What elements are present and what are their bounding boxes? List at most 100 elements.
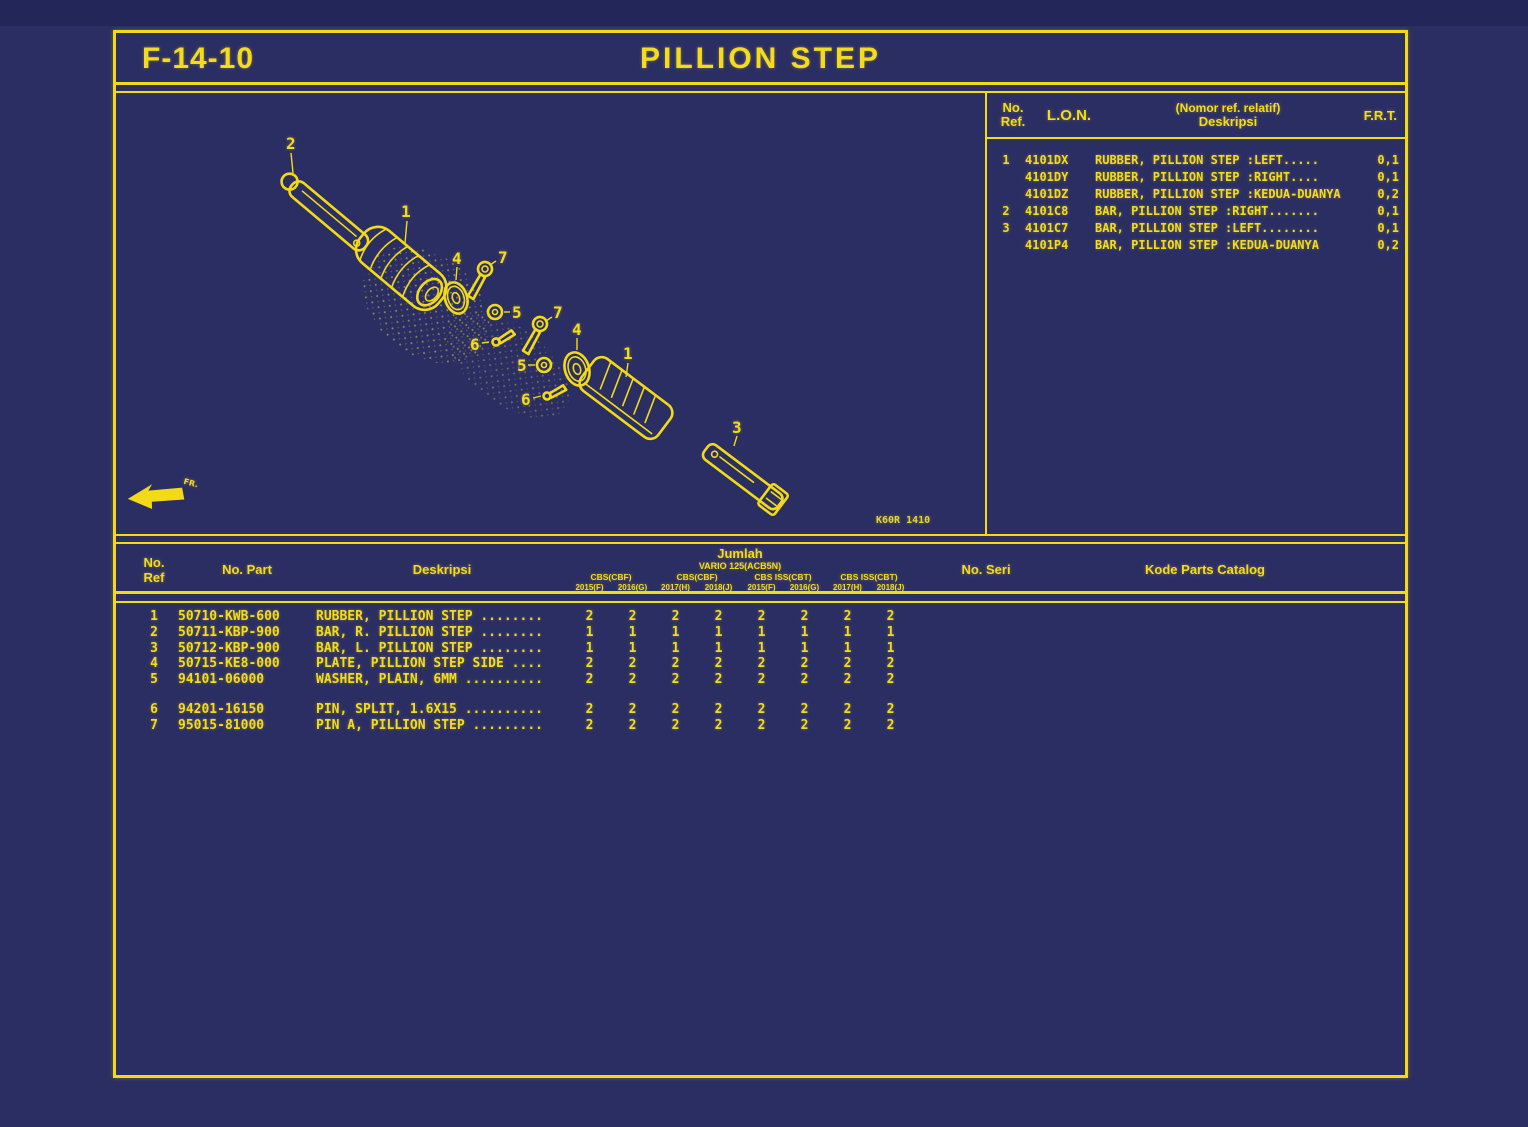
stipple-shading [446, 311, 570, 419]
parts-cell-quantity: 2 [671, 609, 680, 624]
lon-cell-ref: 3 [1002, 221, 1010, 235]
parts-cell-part-number: 50715-KE8-000 [178, 656, 280, 672]
parts-cell-quantity: 2 [671, 717, 680, 733]
jumlah-groups: CBS(CBF) CBS(CBF) CBS ISS(CBT) CBS ISS(C… [568, 572, 912, 582]
parts-cell-description: PIN A, PILLION STEP ......... [316, 717, 543, 733]
parts-cell-quantity: 2 [843, 656, 852, 672]
callout-3: 3 [732, 418, 742, 437]
lon-cell-frt: 0,1 [1377, 221, 1399, 235]
parts-cell-quantity: 2 [585, 656, 594, 672]
parts-cell-quantity: 1 [585, 624, 594, 640]
parts-cell-quantity: 1 [843, 640, 852, 656]
parts-cell-quantity: 1 [843, 624, 852, 640]
parts-cell-quantity: 2 [585, 672, 594, 688]
parts-cell-quantity: 2 [843, 609, 852, 624]
parts-cell-quantity: 2 [671, 656, 680, 672]
parts-cell-description: BAR, R. PILLION STEP ........ [316, 624, 543, 640]
callout-6-left: 6 [470, 335, 480, 354]
parts-cell-ref: 5 [150, 672, 158, 688]
title-band: F-14-10 PILLION STEP [116, 33, 1405, 85]
parts-header-deskripsi: Deskripsi [412, 562, 472, 577]
callout-4-left: 4 [452, 249, 462, 268]
lon-cell-number: 4101DZ [1025, 187, 1069, 201]
parts-cell-quantity: 1 [886, 624, 895, 640]
parts-cell-part-number: 50711-KBP-900 [178, 624, 280, 640]
part-plate-left [443, 281, 469, 315]
year-header: 2018(J) [869, 583, 912, 593]
lon-cell-frt: 0,1 [1377, 170, 1399, 184]
year-header: 2018(J) [697, 583, 740, 593]
part-plate-right [563, 351, 591, 387]
parts-cell-part-number: 95015-81000 [178, 717, 265, 733]
lon-header-deskripsi: Deskripsi [1198, 114, 1258, 129]
year-header: 2015(F) [568, 583, 611, 593]
parts-cell-quantity: 1 [671, 624, 680, 640]
figure-ref-code: K60R 1410 [876, 515, 930, 526]
lon-cell-ref: 2 [1002, 204, 1010, 218]
parts-cell-quantity: 1 [800, 624, 809, 640]
parts-cell-part-number: 50710-KWB-600 [178, 609, 280, 624]
lon-cell-number: 4101C8 [1025, 204, 1069, 218]
parts-header-divider-line [116, 601, 1405, 603]
parts-header-seri: No. Seri [961, 562, 1011, 577]
parts-cell-quantity: 1 [585, 640, 594, 656]
parts-cell-quantity: 2 [886, 609, 895, 624]
parts-cell-quantity: 1 [886, 640, 895, 656]
parts-cell-quantity: 2 [843, 701, 852, 717]
parts-cell-quantity: 1 [714, 640, 723, 656]
parts-cell-part-number: 50712-KBP-900 [178, 640, 280, 656]
parts-cell-quantity: 2 [757, 701, 766, 717]
lon-cell-frt: 0,1 [1377, 204, 1399, 218]
parts-cell-quantity: 2 [714, 717, 723, 733]
year-header: 2017(H) [826, 583, 869, 593]
parts-cell-quantity: 2 [757, 717, 766, 733]
parts-cell-quantity: 1 [628, 624, 637, 640]
year-header: 2015(F) [740, 583, 783, 593]
callout-1-right: 1 [623, 344, 633, 363]
year-header: 2016(G) [611, 583, 654, 593]
parts-cell-quantity: 2 [843, 717, 852, 733]
parts-cell-quantity: 1 [628, 640, 637, 656]
front-direction-arrow: FR. [127, 477, 199, 510]
parts-cell-quantity: 1 [714, 624, 723, 640]
part-pin-a-right [521, 315, 549, 356]
part-rubber-right [578, 355, 674, 441]
parts-cell-quantity: 2 [800, 717, 809, 733]
parts-cell-quantity: 2 [585, 609, 594, 624]
callout-7-left: 7 [498, 248, 508, 267]
lon-header-no: No. [1002, 100, 1024, 115]
parts-table-header: No. Ref No. Part Deskripsi Jumlah VARIO … [116, 542, 1405, 594]
group-header: CBS ISS(CBT) [754, 572, 812, 582]
jumlah-years: 2015(F) 2016(G) 2017(H) 2018(J) 2015(F) … [568, 583, 912, 593]
parts-header-part: No. Part [222, 562, 272, 577]
parts-cell-quantity: 2 [585, 717, 594, 733]
parts-cell-quantity: 2 [886, 656, 895, 672]
parts-cell-quantity: 2 [800, 656, 809, 672]
parts-cell-quantity: 2 [886, 717, 895, 733]
callout-6-right: 6 [521, 390, 531, 409]
lon-cell-frt: 0,2 [1377, 187, 1399, 201]
jumlah-title: Jumlah [717, 546, 763, 561]
upper-region: FR. 2 1 4 7 5 6 7 5 4 [116, 93, 1405, 536]
parts-cell-quantity: 2 [671, 701, 680, 717]
parts-cell-description: BAR, L. PILLION STEP ........ [316, 640, 543, 656]
parts-cell-quantity: 2 [628, 609, 637, 624]
lon-cell-description: BAR, PILLION STEP :RIGHT....... [1095, 204, 1319, 218]
lon-header-frt: F.R.T. [1363, 107, 1397, 123]
title-divider-line [116, 91, 1405, 93]
lon-cell-description: RUBBER, PILLION STEP :LEFT..... [1095, 153, 1319, 167]
callout-1-left: 1 [401, 202, 411, 221]
parts-header-jumlah-block: Jumlah VARIO 125(ACB5N) CBS(CBF) CBS(CBF… [568, 546, 912, 593]
lon-cell-number: 4101P4 [1025, 238, 1069, 252]
parts-cell-ref: 4 [150, 656, 158, 672]
callout-4-right: 4 [572, 320, 582, 339]
